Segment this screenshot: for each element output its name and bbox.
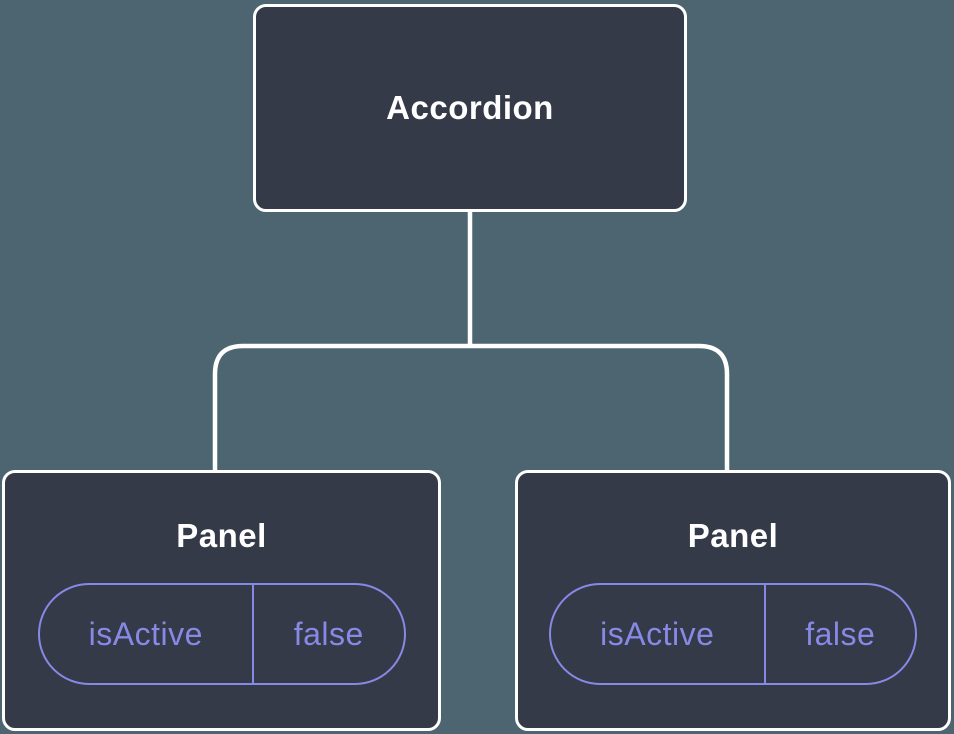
prop-name: isActive (551, 585, 766, 684)
panel-node-label: Panel (176, 516, 267, 554)
panel-node-right: Panel isActive false (515, 470, 951, 731)
prop-pill: isActive false (37, 583, 406, 686)
prop-value: false (293, 615, 364, 652)
prop-pill: isActive false (549, 583, 917, 686)
accordion-node-label: Accordion (386, 89, 554, 127)
panel-node-label: Panel (687, 516, 779, 554)
prop-name: isActive (40, 585, 255, 684)
prop-value: false (805, 615, 876, 652)
panel-node-left: Panel isActive false (2, 470, 441, 731)
connector-branch (212, 343, 730, 474)
accordion-node: Accordion (253, 4, 687, 212)
